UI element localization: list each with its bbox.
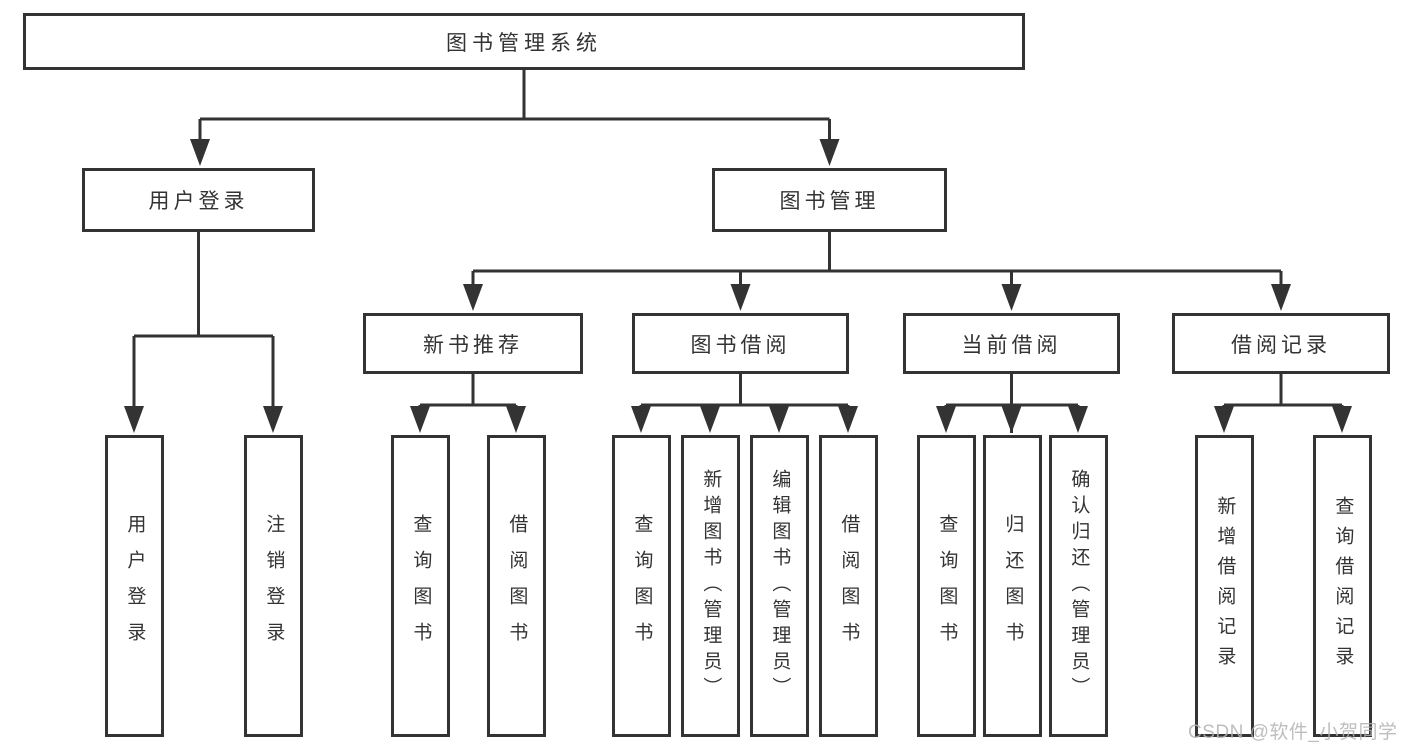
node-label: 新增借阅记录 — [1214, 496, 1236, 676]
leaf-borrow-books-recommend: 借阅图书 — [486, 435, 546, 737]
node-label: 用户登录 — [148, 190, 249, 213]
node-label: 编辑图书（管理员） — [769, 469, 791, 703]
node-borrowing-records: 借阅记录 — [1172, 313, 1390, 374]
leaf-new-borrow-record: 新增借阅记录 — [1194, 435, 1254, 737]
node-label: 新增图书（管理员） — [700, 469, 722, 703]
leaf-query-borrow-record: 查询借阅记录 — [1312, 435, 1372, 737]
node-label: 查询图书 — [410, 514, 432, 658]
csdn-watermark: CSDN @软件_小贺同学 — [1188, 722, 1398, 743]
leaf-add-books-admin: 新增图书（管理员） — [680, 435, 740, 737]
leaf-query-books-current: 查询图书 — [916, 435, 976, 737]
node-label: 注销登录 — [263, 514, 285, 658]
node-label: 当前借阅 — [961, 333, 1062, 357]
node-label: 查询图书 — [631, 514, 653, 658]
node-label: 查询借阅记录 — [1332, 496, 1354, 676]
node-book-management: 图书管理 — [712, 168, 947, 232]
node-label: 图书管理系统 — [446, 31, 602, 55]
node-library-system: 图书管理系统 — [23, 13, 1025, 70]
node-label: 归还图书 — [1002, 514, 1024, 658]
tree-connector-lines — [132, 68, 1344, 433]
node-book-borrowing: 图书借阅 — [632, 313, 849, 374]
node-label: 借阅图书 — [506, 514, 528, 658]
leaf-query-books-recommend: 查询图书 — [390, 435, 450, 737]
node-current-borrowing: 当前借阅 — [903, 313, 1120, 374]
leaf-user-login: 用户登录 — [104, 435, 164, 737]
node-user-login: 用户登录 — [82, 168, 315, 232]
leaf-return-books: 归还图书 — [982, 435, 1042, 737]
leaf-confirm-return-admin: 确认归还（管理员） — [1048, 435, 1108, 737]
node-label: 借阅记录 — [1231, 333, 1331, 357]
node-label: 图书管理 — [779, 190, 880, 213]
leaf-borrow-books-borrow: 借阅图书 — [818, 435, 878, 737]
node-label: 确认归还（管理员） — [1068, 469, 1090, 703]
node-label: 图书借阅 — [690, 333, 791, 357]
node-label: 新书推荐 — [423, 333, 523, 357]
leaf-query-books-borrow: 查询图书 — [611, 435, 671, 737]
node-label: 查询图书 — [936, 514, 958, 658]
node-label: 用户登录 — [124, 514, 146, 658]
leaf-logout-login: 注销登录 — [243, 435, 303, 737]
arrowheads — [124, 139, 1352, 433]
leaf-edit-books-admin: 编辑图书（管理员） — [749, 435, 809, 737]
node-new-book-recommend: 新书推荐 — [363, 313, 583, 374]
node-label: 借阅图书 — [838, 514, 860, 658]
